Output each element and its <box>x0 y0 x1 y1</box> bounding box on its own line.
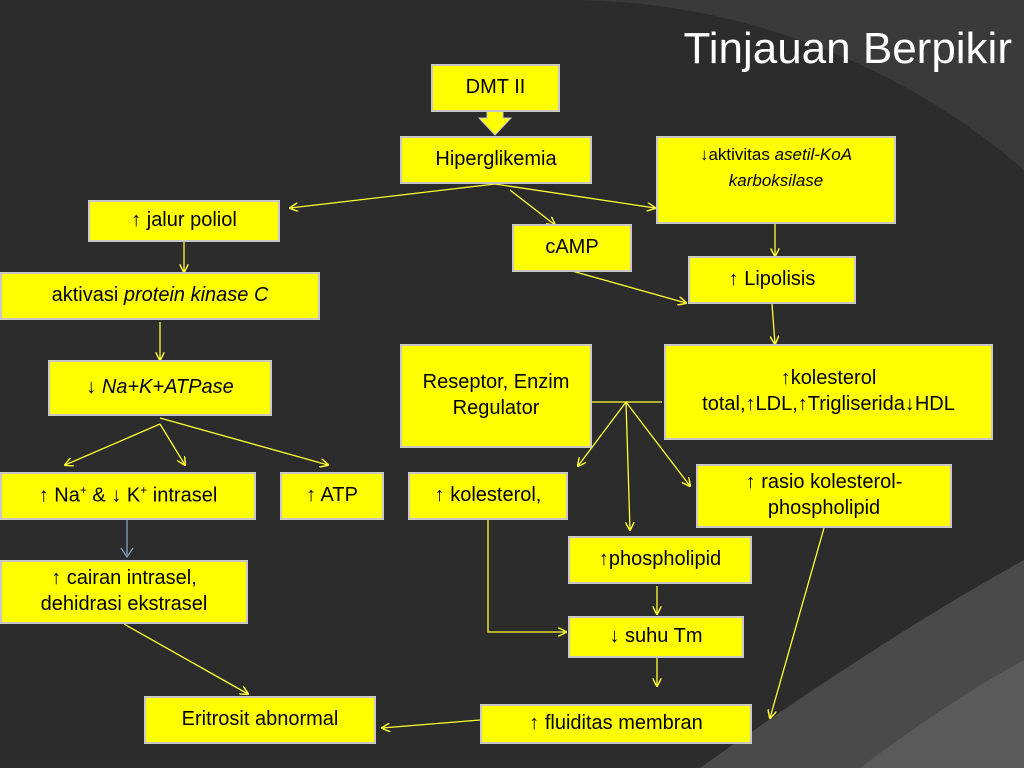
node-camp-text: cAMP <box>545 236 599 259</box>
node-eritrosit-abnormal: Eritrosit abnormal <box>144 696 376 744</box>
arrow-reseptor-kolesterol <box>578 401 627 466</box>
node-jalur-poliol-text: ↑ jalur poliol <box>131 209 237 232</box>
arrow-reseptor-rasio <box>625 401 690 486</box>
node-kolesterol-text: ↑ kolesterol, <box>434 484 542 507</box>
na-text-c: intrasel <box>147 484 218 507</box>
node-kolesterol-total: ↑kolesterol total,↑LDL,↑Trigliserida↓HDL <box>664 344 993 440</box>
arrowhead-na-cairan <box>120 547 134 559</box>
node-cairan-text: ↑ cairan intrasel, dehidrasi ekstrasel <box>40 567 208 615</box>
node-camp: cAMP <box>512 224 632 272</box>
aktivitas-prefix: ↓aktivitas <box>699 145 775 164</box>
block-arrow-dmt-hiperglikemia <box>477 109 513 136</box>
node-kolesterol-total-text: ↑kolesterol total,↑LDL,↑Trigliserida↓HDL <box>702 367 955 415</box>
node-atp-text: ↑ ATP <box>306 484 358 507</box>
node-na-k-intrasel: ↑ Na+ & ↓ K+ intrasel <box>0 472 256 520</box>
node-fluiditas-membran: ↑ fluiditas membran <box>480 704 752 744</box>
na-text-b: & ↓ K <box>86 484 141 507</box>
arrow-cairan-eritrosit <box>123 623 248 694</box>
node-kolesterol: ↑ kolesterol, <box>408 472 568 520</box>
node-pkc-text: aktivasi protein kinase C <box>52 283 269 309</box>
node-atp: ↑ ATP <box>280 472 384 520</box>
arrow-kolesterol-suhu <box>487 520 566 632</box>
node-atpase-text: ↓ Na+K+ATPase <box>86 375 234 401</box>
slide-title: Tinjauan Berpikir <box>683 24 1012 73</box>
arrow-hiper-aktivitas <box>494 183 655 208</box>
node-lipolisis: ↑ Lipolisis <box>688 256 856 304</box>
node-protein-kinase-c: aktivasi protein kinase C <box>0 272 320 320</box>
aktivitas-italic: asetil-KoA karboksilase <box>728 145 853 190</box>
pkc-prefix: aktivasi <box>51 284 124 307</box>
node-aktivitas-asetil-koa: ↓aktivitas asetil-KoA karboksilase <box>656 136 896 224</box>
arrow-reseptor-phospholipid <box>626 401 630 530</box>
node-eritrosit-text: Eritrosit abnormal <box>181 708 339 731</box>
na-sup-2: + <box>140 482 148 497</box>
arrow-fluiditas-eritrosit <box>382 719 481 728</box>
pkc-italic: protein kinase C <box>123 284 269 307</box>
arrow-atpase-na <box>65 423 161 465</box>
node-na-text: ↑ Na+ & ↓ K+ intrasel <box>39 483 218 509</box>
atpase-prefix: ↓ <box>86 376 102 399</box>
na-text-a: ↑ Na <box>38 484 80 507</box>
arrow-lipolisis-kolesterol <box>772 303 775 344</box>
arrow-camp-lipolisis <box>571 270 686 303</box>
arrow-atpase-atp <box>159 417 328 465</box>
node-na-k-atpase: ↓ Na+K+ATPase <box>48 360 272 416</box>
node-jalur-poliol: ↑ jalur poliol <box>88 200 280 242</box>
node-fluiditas-text: ↑ fluiditas membran <box>529 712 703 735</box>
node-reseptor-text: Reseptor, Enzim Regulator <box>422 371 570 419</box>
node-reseptor-enzim-regulator: Reseptor, Enzim Regulator <box>400 344 592 448</box>
arrow-hiper-poliol <box>290 183 496 208</box>
na-sup-1: + <box>79 482 87 497</box>
node-phospholipid-text: ↑phospholipid <box>598 548 722 571</box>
node-hiperglikemia: Hiperglikemia <box>400 136 592 184</box>
node-aktivitas-text: ↓aktivitas asetil-KoA karboksilase <box>664 142 888 193</box>
atpase-italic: Na+K+ATPase <box>101 376 234 399</box>
node-suhu-text: ↓ suhu Tm <box>609 625 703 648</box>
arrow-rasio-fluiditas <box>770 527 825 718</box>
node-dmt-ii: DMT II <box>431 64 560 112</box>
node-hiperglikemia-text: Hiperglikemia <box>435 148 557 171</box>
arrow-atpase-na2 <box>159 423 185 465</box>
node-dmt-ii-text: DMT II <box>465 76 526 99</box>
node-suhu-tm: ↓ suhu Tm <box>568 616 744 658</box>
node-phospholipid: ↑phospholipid <box>568 536 752 584</box>
node-rasio-kolesterol-phospholipid: ↑ rasio kolesterol-phospholipid <box>696 464 952 528</box>
node-cairan-intrasel: ↑ cairan intrasel, dehidrasi ekstrasel <box>0 560 248 624</box>
node-rasio-text: ↑ rasio kolesterol-phospholipid <box>745 471 903 519</box>
node-lipolisis-text: ↑ Lipolisis <box>728 268 816 291</box>
arrow-hiper-camp <box>509 189 555 225</box>
